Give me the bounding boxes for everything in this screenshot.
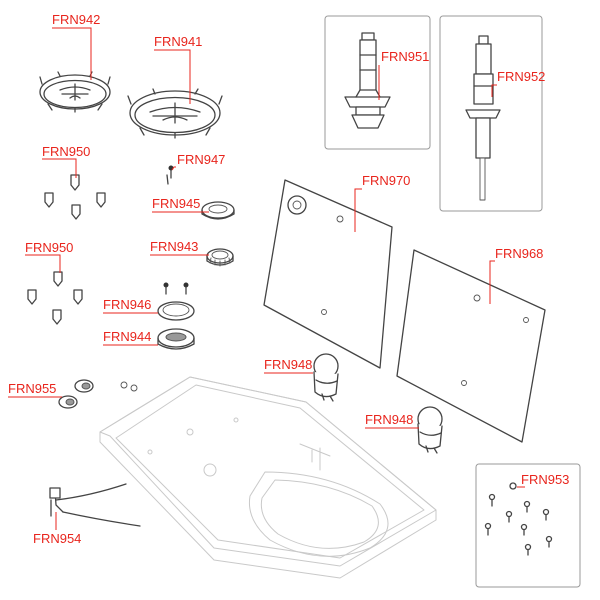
label-frn953: FRN953 (521, 472, 569, 487)
spreader-disc-frn946 (157, 301, 195, 321)
thermocouple-box-frn951 (324, 15, 431, 150)
label-frn947: FRN947 (177, 152, 225, 167)
ignition-wire-frn954 (49, 483, 141, 527)
burner-base-frn944 (157, 328, 195, 350)
knob-screws-top (44, 174, 106, 220)
screws-box-frn953 (475, 463, 581, 588)
label-frn943: FRN943 (150, 239, 198, 254)
label-frn948-right: FRN948 (365, 412, 413, 427)
pan-support-large (127, 88, 223, 139)
burner-head-frn943 (206, 248, 234, 267)
label-frn950-bottom: FRN950 (25, 240, 73, 255)
thermocouple-frn952 (465, 35, 501, 201)
hinge-frn948-right (417, 406, 443, 454)
label-frn950-top: FRN950 (42, 144, 90, 159)
label-frn945: FRN945 (152, 196, 200, 211)
part-labels: FRN942 FRN941 FRN951 FRN952 FRN950 FRN94… (8, 12, 569, 546)
pan-support-small (39, 71, 111, 113)
glass-lid-frn970 (263, 179, 393, 369)
label-frn955: FRN955 (8, 381, 56, 396)
label-frn968: FRN968 (495, 246, 543, 261)
thermocouple-frn951 (344, 32, 391, 129)
hinge-frn948-left (313, 353, 339, 402)
burner-screws (163, 282, 189, 295)
screws-frn947 (166, 165, 174, 185)
control-knobs-frn955 (58, 379, 138, 409)
burner-cap-frn945 (201, 201, 235, 220)
label-frn946: FRN946 (103, 297, 151, 312)
label-frn941: FRN941 (154, 34, 202, 49)
knob-screws-bottom (27, 271, 83, 325)
label-frn970: FRN970 (362, 173, 410, 188)
hob-tray (99, 376, 437, 579)
label-frn954: FRN954 (33, 531, 81, 546)
leader-lines (8, 27, 525, 530)
screws-frn953 (484, 482, 553, 556)
glass-lid-frn968 (396, 249, 546, 443)
label-frn951: FRN951 (381, 49, 429, 64)
label-frn952: FRN952 (497, 69, 545, 84)
label-frn944: FRN944 (103, 329, 151, 344)
label-frn948-left: FRN948 (264, 357, 312, 372)
label-frn942: FRN942 (52, 12, 100, 27)
